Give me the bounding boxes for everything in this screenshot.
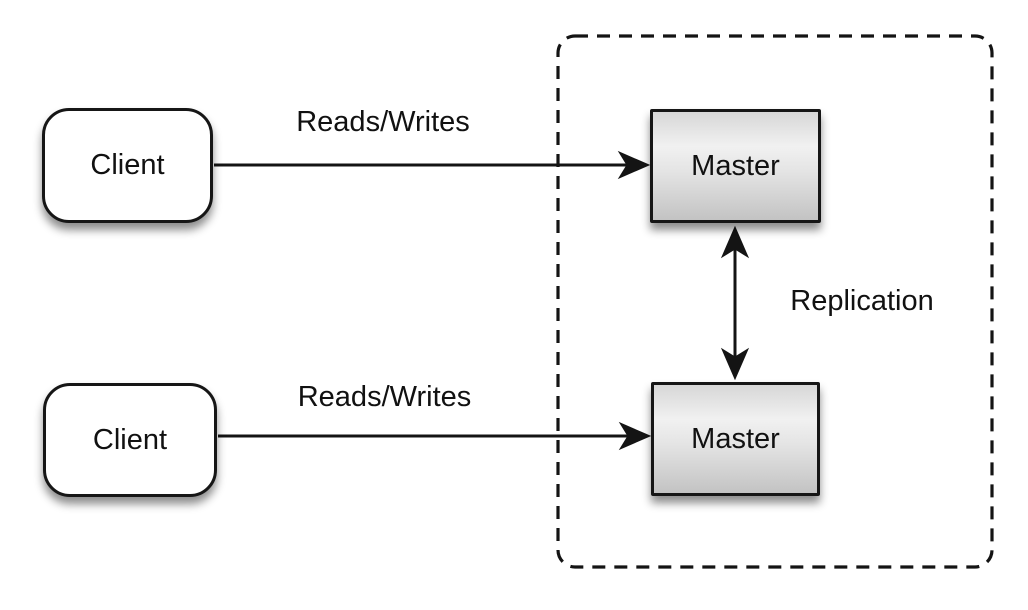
edge-label-reads-writes-top: Reads/Writes xyxy=(296,106,470,138)
node-master-bottom-label: Master xyxy=(691,422,780,455)
edge-label-replication: Replication xyxy=(790,285,934,317)
edge-reads-writes-top xyxy=(214,150,651,180)
node-master-top-label: Master xyxy=(691,149,780,182)
edge-replication xyxy=(720,225,750,381)
node-master-bottom: Master xyxy=(651,382,820,496)
node-client-top-label: Client xyxy=(90,149,165,181)
node-client-bottom: Client xyxy=(43,383,217,497)
edge-label-reads-writes-bottom: Reads/Writes xyxy=(297,381,472,413)
node-client-bottom-label: Client xyxy=(92,423,168,456)
replication-group-boundary xyxy=(556,34,994,569)
node-client-top: Client xyxy=(42,108,213,223)
node-master-top: Master xyxy=(650,109,821,223)
edge-reads-writes-bottom xyxy=(218,421,652,451)
